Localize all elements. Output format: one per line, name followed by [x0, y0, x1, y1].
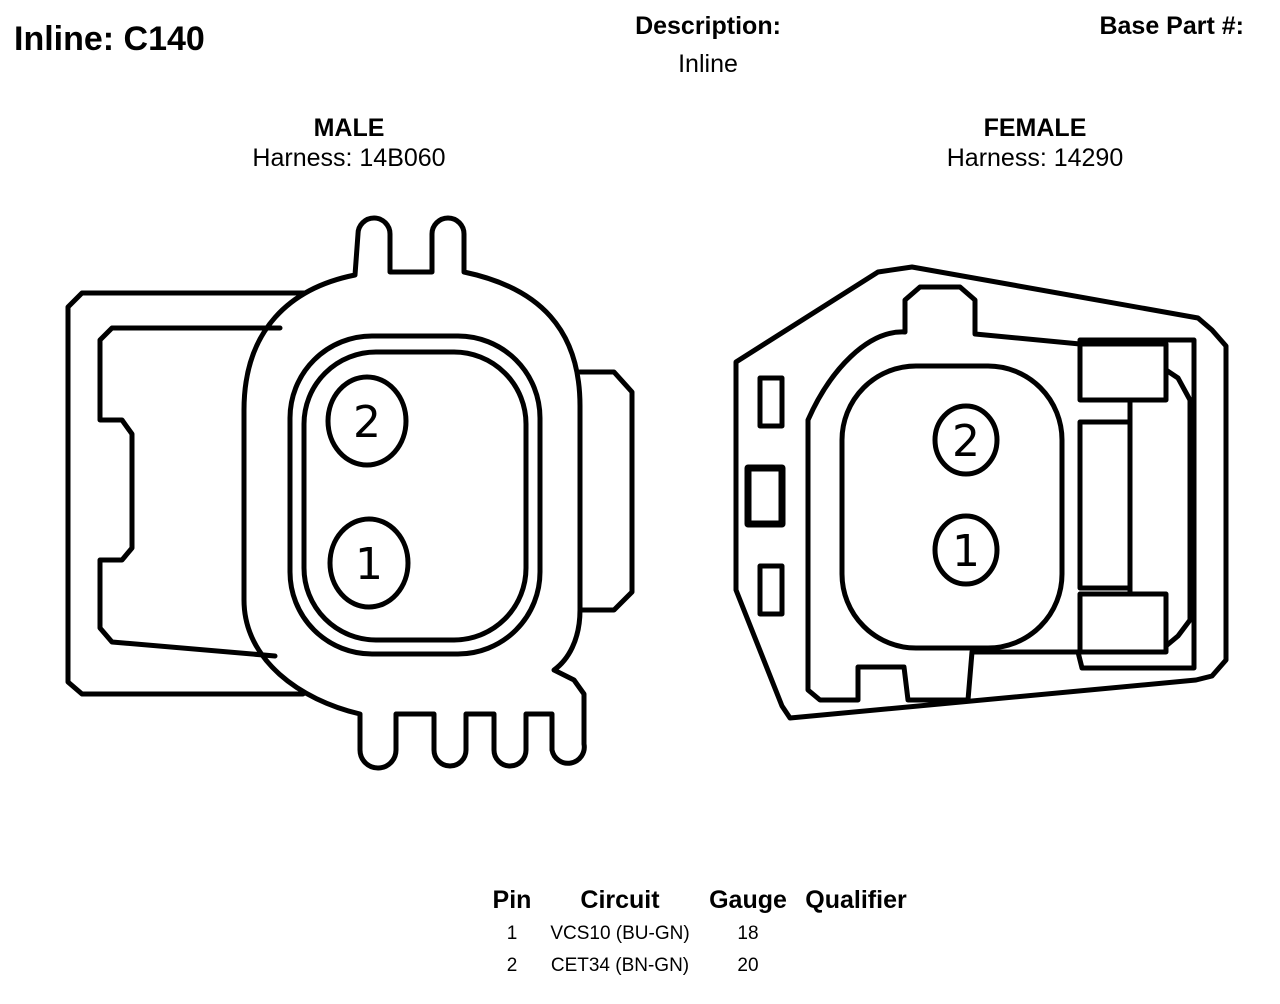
pin-table: Pin Circuit Gauge Qualifier 1 VCS10 (BU-… — [484, 882, 916, 982]
female-left-slot-bottom — [757, 563, 785, 617]
female-pin-1-circle — [932, 513, 1000, 587]
female-outer-housing — [733, 264, 1229, 721]
circuit-cell: VCS10 (BU-GN) — [550, 923, 690, 944]
pin-cell: 2 — [506, 955, 518, 976]
pin-table-header-row: Pin Circuit Gauge Qualifier — [484, 882, 916, 918]
male-pin-2-label: 2 — [353, 397, 381, 448]
male-left-inner-housing — [97, 325, 283, 659]
female-lock-block-middle — [1077, 419, 1133, 591]
female-connector-label: FEMALE Harness: 14290 — [875, 114, 1195, 174]
circuit-cell: CET34 (BN-GN) — [550, 955, 690, 976]
table-row: 2 CET34 (BN-GN) 20 — [484, 950, 916, 982]
pin-column-header: Pin — [492, 885, 532, 914]
pin-cell: 1 — [506, 923, 518, 944]
female-connector-drawing — [733, 264, 1229, 721]
male-connector-label: MALE Harness: 14B060 — [189, 114, 509, 174]
male-pin-1-circle — [327, 516, 411, 610]
male-pin-2-circle — [325, 374, 409, 468]
male-pin-cavity-inner — [301, 349, 529, 643]
female-lock-block-bottom — [1077, 591, 1169, 655]
male-connector-drawing — [65, 215, 635, 771]
female-pin-cavity — [839, 363, 1065, 651]
female-inner-housing — [805, 284, 1197, 703]
table-row: 1 VCS10 (BU-GN) 18 — [484, 918, 916, 950]
female-lock-block-top — [1077, 341, 1169, 403]
male-pin-cavity-outer — [287, 333, 543, 657]
qualifier-cell — [796, 950, 916, 982]
male-gender-label: MALE — [313, 114, 385, 142]
qualifier-column-header: Qualifier — [805, 885, 907, 914]
gauge-cell: 20 — [737, 955, 759, 976]
female-harness-label: Harness: 14290 — [946, 144, 1124, 172]
male-main-body — [241, 215, 587, 771]
female-gender-label: FEMALE — [983, 114, 1087, 142]
base-part-label: Base Part #: — [1099, 12, 1244, 40]
qualifier-cell — [796, 918, 916, 950]
description-value: Inline — [678, 50, 738, 78]
female-left-slot-top — [757, 375, 785, 429]
connector-title: Inline: C140 — [14, 20, 205, 58]
female-lock-rail — [1127, 367, 1193, 649]
female-left-slot-middle — [744, 464, 786, 528]
circuit-column-header: Circuit — [580, 885, 660, 914]
female-pin-1-label: 1 — [952, 526, 980, 577]
gauge-cell: 18 — [737, 923, 759, 944]
male-left-housing — [65, 290, 308, 697]
male-harness-label: Harness: 14B060 — [252, 144, 446, 172]
female-pin-2-label: 2 — [952, 416, 980, 467]
male-right-latch — [577, 369, 635, 613]
description-label: Description: — [635, 12, 781, 40]
gauge-column-header: Gauge — [709, 885, 787, 914]
female-pin-2-circle — [932, 403, 1000, 477]
male-pin-1-label: 1 — [355, 539, 383, 590]
